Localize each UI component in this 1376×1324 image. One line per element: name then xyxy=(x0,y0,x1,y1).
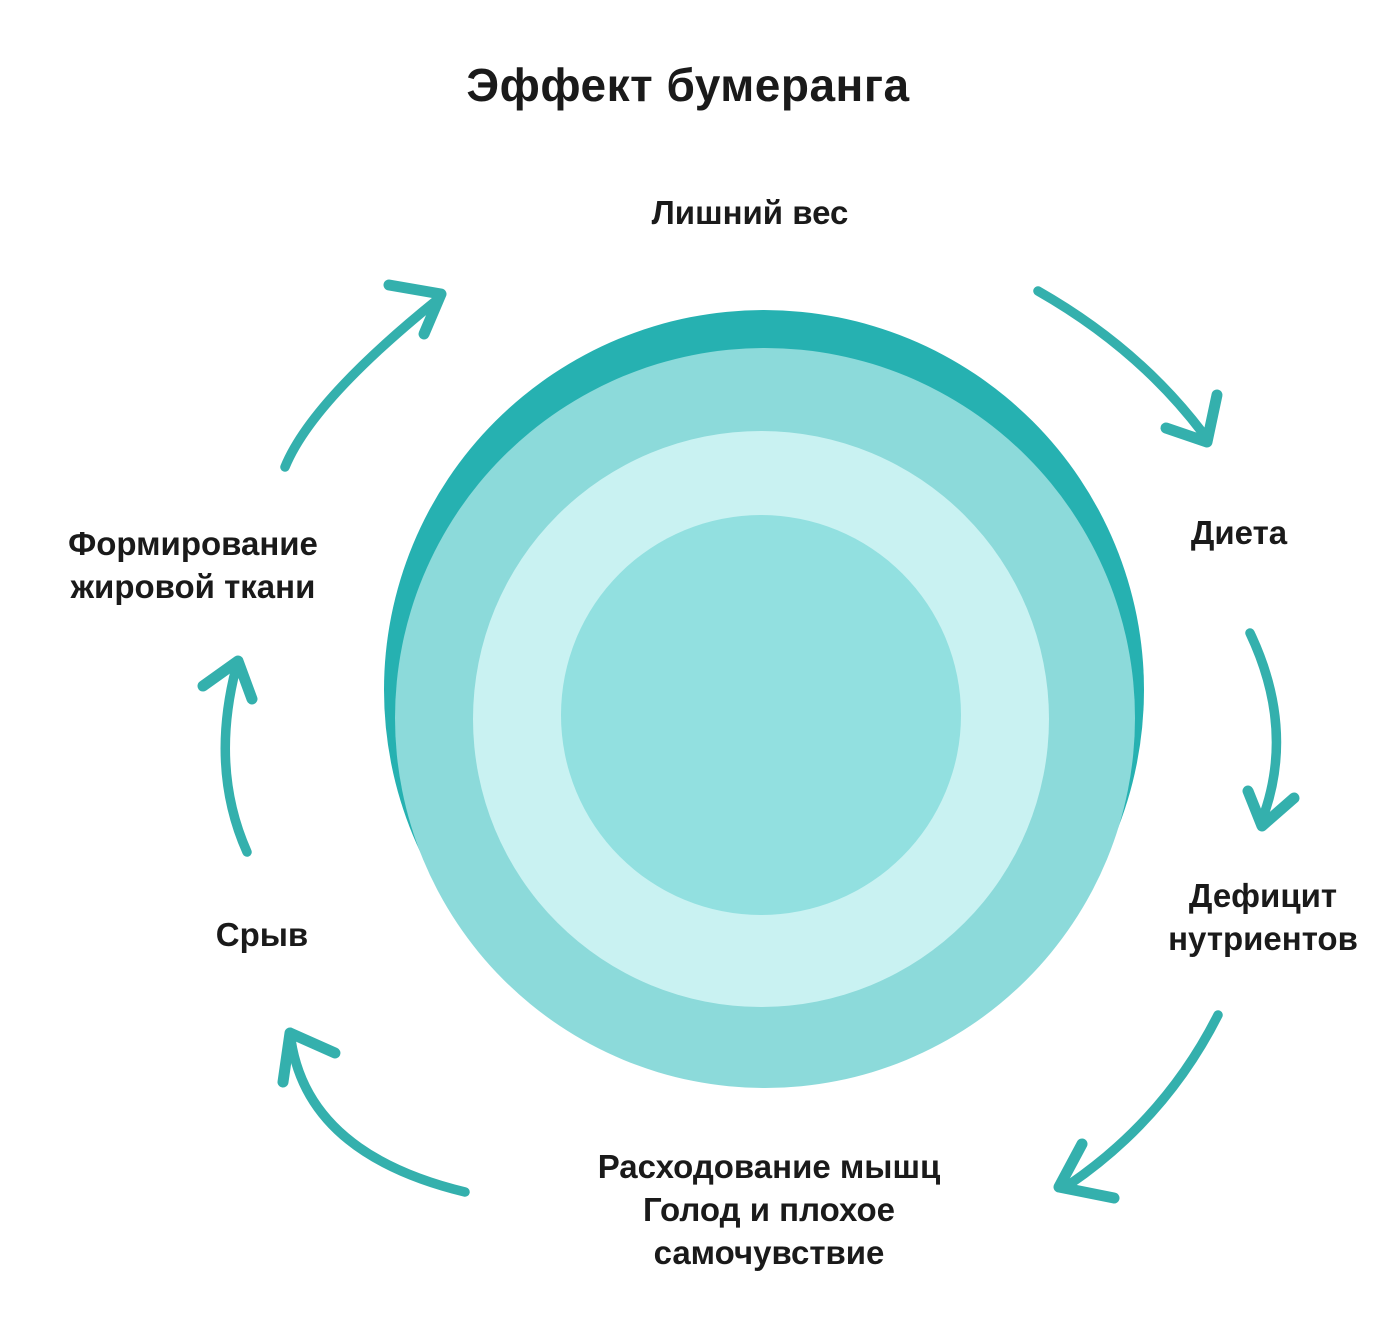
step-label-fat-formation: Формирование жировой ткани xyxy=(68,525,318,605)
arrow-nutrient-deficit-to-muscle-loss-icon xyxy=(1053,1010,1223,1204)
step-label-nutrient-deficit: Дефицит нутриентов xyxy=(1168,877,1358,957)
step-label-excess-weight: Лишний вес xyxy=(651,194,849,231)
inner-circle xyxy=(561,515,961,915)
step-label-diet: Диета xyxy=(1190,514,1288,551)
arrow-fat-formation-to-excess-weight-icon xyxy=(280,279,447,472)
arrow-muscle-loss-to-breakdown-icon xyxy=(277,1027,470,1197)
diagram-title: Эффект бумеранга xyxy=(466,59,910,111)
arrow-breakdown-to-fat-formation-icon xyxy=(197,655,258,857)
arrow-diet-to-nutrient-deficit-icon xyxy=(1242,628,1300,832)
step-label-breakdown: Срыв xyxy=(215,916,309,953)
arrow-excess-weight-to-diet-icon xyxy=(1033,286,1223,448)
step-label-muscle-loss: Расходование мышц Голод и плохое самочув… xyxy=(597,1148,941,1271)
